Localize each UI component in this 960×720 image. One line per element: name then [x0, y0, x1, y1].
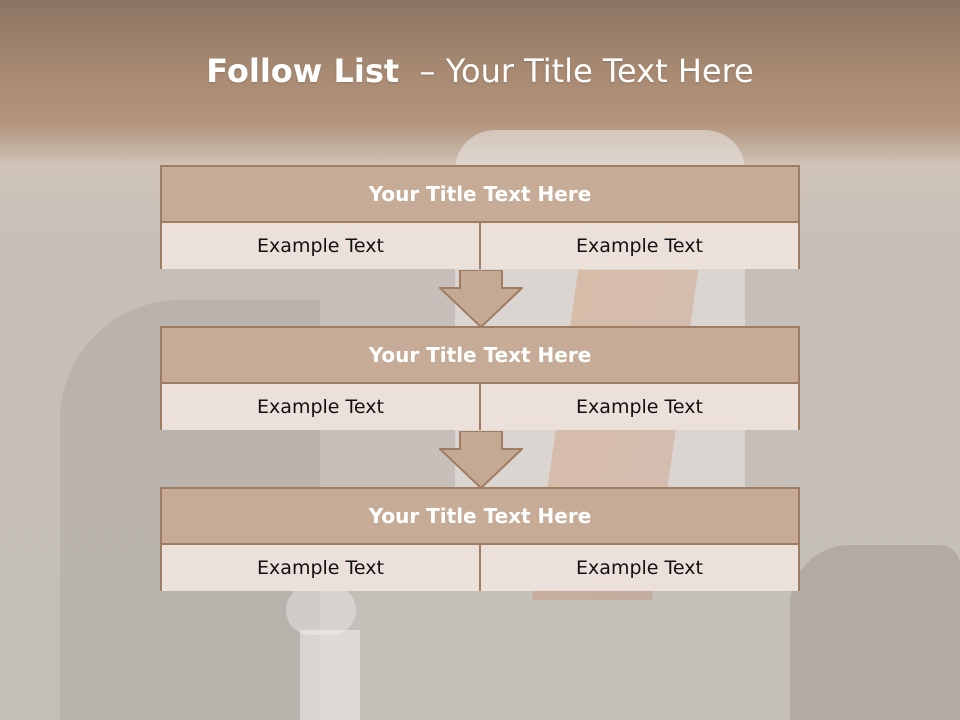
step-row-2: Example Text Example Text: [162, 384, 798, 430]
step-title-2: Your Title Text Here: [162, 328, 798, 384]
background-photo-cuff: [300, 630, 360, 720]
step-box-3: Your Title Text Here Example Text Exampl…: [160, 487, 800, 591]
step-box-2: Your Title Text Here Example Text Exampl…: [160, 326, 800, 430]
step-row-1: Example Text Example Text: [162, 223, 798, 269]
step-cell-left-1: Example Text: [162, 223, 479, 269]
slide-title-rest: – Your Title Text Here: [419, 52, 754, 90]
step-cell-left-3: Example Text: [162, 545, 479, 591]
slide-title-bold: Follow List: [206, 52, 400, 90]
background-photo-hand: [790, 545, 960, 720]
step-title-1: Your Title Text Here: [162, 167, 798, 223]
slide-title: Follow List – Your Title Text Here: [0, 52, 960, 90]
down-arrow-icon: [439, 270, 523, 328]
down-arrow-icon: [439, 431, 523, 489]
step-title-3: Your Title Text Here: [162, 489, 798, 545]
step-cell-right-3: Example Text: [479, 545, 798, 591]
step-row-3: Example Text Example Text: [162, 545, 798, 591]
step-cell-right-1: Example Text: [479, 223, 798, 269]
step-cell-left-2: Example Text: [162, 384, 479, 430]
step-cell-right-2: Example Text: [479, 384, 798, 430]
step-box-1: Your Title Text Here Example Text Exampl…: [160, 165, 800, 269]
background-photo-watch: [286, 585, 356, 635]
